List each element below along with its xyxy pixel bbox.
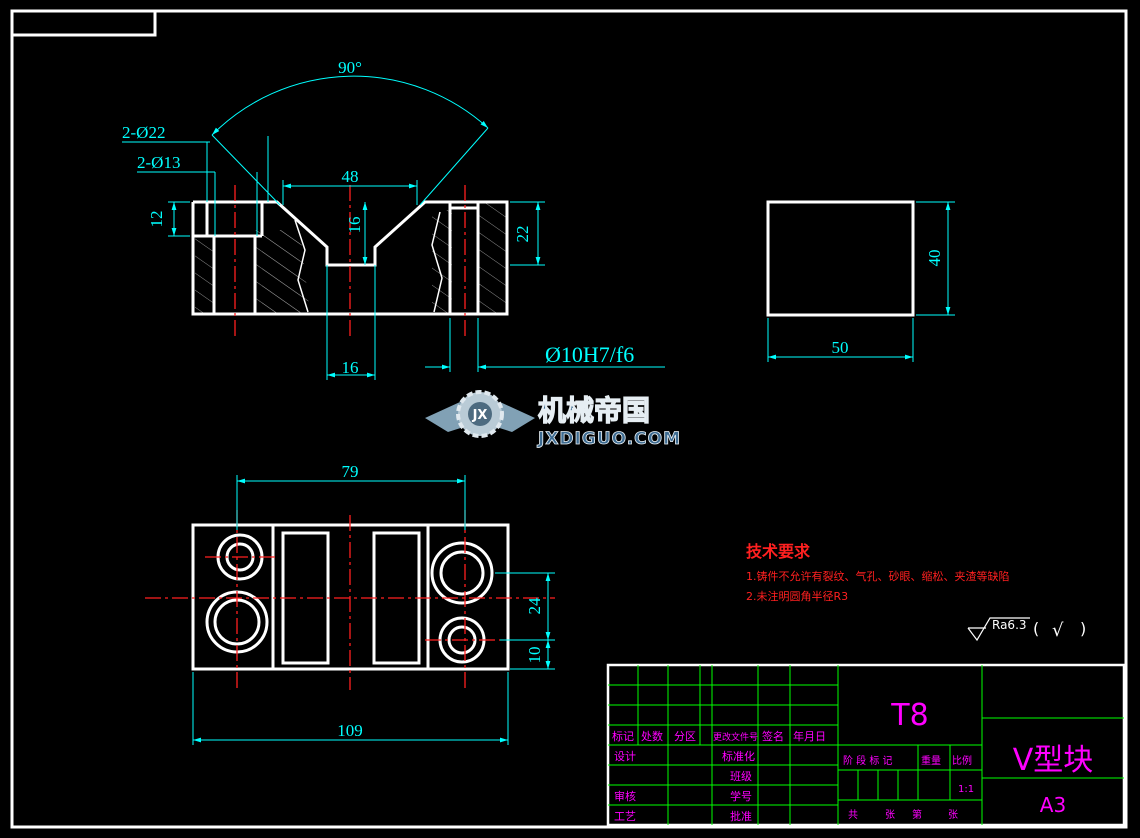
watermark-name: 机械帝国 <box>538 394 650 427</box>
section-hatch <box>195 202 506 314</box>
sheets-sheet2: 张 <box>948 809 958 821</box>
sheet-size: A3 <box>1040 793 1066 817</box>
part-outline <box>191 200 509 316</box>
role-standard: 标准化 <box>722 749 755 763</box>
material: T8 <box>890 698 928 733</box>
role-class: 班级 <box>730 770 752 783</box>
sheets-total: 共 <box>848 809 858 821</box>
header-change-doc: 更改文件号 <box>713 731 758 743</box>
side-width-label: 50 <box>832 338 849 357</box>
center-lines <box>234 185 466 340</box>
roughness-value: Ra6.3 <box>992 618 1027 632</box>
top-width-label: 48 <box>342 167 359 186</box>
stage-mark: 阶 段 标 记 <box>843 754 893 767</box>
roughness-symbol: Ra6.3 ( √ ) <box>967 617 1086 642</box>
requirement-2: 2.未注明圆角半径R3 <box>746 589 848 603</box>
edge-label: 10 <box>525 647 544 664</box>
hole-span-label: 79 <box>342 462 359 481</box>
header-mark: 标记 <box>612 729 634 743</box>
height-label: 22 <box>513 226 532 243</box>
watermark-logo-mark: JX <box>472 408 488 423</box>
side-height-label: 40 <box>925 250 944 267</box>
top-view: 79 24 10 109 <box>145 462 555 745</box>
counterbore-depth-label: 12 <box>147 211 166 228</box>
top-dimensions <box>192 475 555 745</box>
top-center-lines <box>145 510 555 690</box>
dimension-lines <box>122 75 665 380</box>
header-signature: 签名 <box>762 729 784 743</box>
v-depth-label: 16 <box>345 217 364 234</box>
front-view: 90° 2-Ø22 2-Ø13 48 12 16 22 16 Ø10H7/f6 <box>122 58 665 380</box>
roughness-check: √ <box>1052 620 1064 641</box>
side-view: 40 50 <box>766 200 955 362</box>
requirement-1: 1.铸件不允许有裂纹、气孔、砂眼、缩松、夹渣等缺陷 <box>746 569 1010 583</box>
role-approve: 批准 <box>730 809 752 823</box>
side-dimensions <box>767 201 955 362</box>
watermark-url: JXDIGUO.COM <box>537 429 681 449</box>
length-label: 109 <box>337 721 363 740</box>
scale-value: 1:1 <box>958 784 974 795</box>
header-zone: 分区 <box>674 730 696 743</box>
roughness-open: ( <box>1033 619 1039 638</box>
role-review: 审核 <box>614 789 636 803</box>
bottom-width-label: 16 <box>342 358 359 377</box>
pitch-label: 24 <box>525 597 544 615</box>
break-lines <box>294 211 443 313</box>
weight: 重量 <box>921 754 941 767</box>
role-process: 工艺 <box>614 810 636 823</box>
header-count: 处数 <box>641 730 663 743</box>
role-student-id: 学号 <box>730 789 752 803</box>
angle-label: 90° <box>338 58 362 77</box>
technical-requirements: 技术要求 1.铸件不允许有裂纹、气孔、砂眼、缩松、夹渣等缺陷 2.未注明圆角半径… <box>746 542 1010 603</box>
small-holes-label: 2-Ø13 <box>137 153 180 172</box>
sheets-sheet: 张 <box>885 809 895 821</box>
role-design: 设计 <box>614 750 636 763</box>
fit-label: Ø10H7/f6 <box>545 342 634 367</box>
ratio: 比例 <box>952 754 972 767</box>
large-holes-label: 2-Ø22 <box>122 123 165 142</box>
title-grid <box>608 665 1124 825</box>
roughness-close: ) <box>1080 619 1086 638</box>
watermark-logo: JX 机械帝国 JXDIGUO.COM <box>425 390 681 449</box>
sheet-border <box>10 9 1128 829</box>
side-outline <box>766 200 915 317</box>
title-block: 标记 处数 分区 更改文件号 签名 年月日 设计 标准化 班级 审核 学号 工艺… <box>606 663 1126 827</box>
part-name: V型块 <box>1013 743 1094 778</box>
roughness-check-icon <box>967 617 1030 642</box>
requirements-heading: 技术要求 <box>746 542 811 561</box>
header-date: 年月日 <box>793 729 826 743</box>
sheets-no: 第 <box>912 808 922 821</box>
